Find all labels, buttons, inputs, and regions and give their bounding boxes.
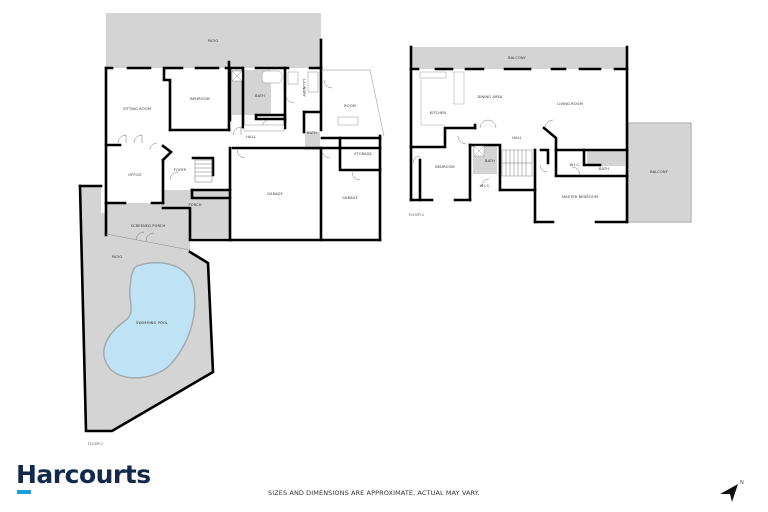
patio-top-area (106, 13, 321, 68)
label-bedroom-f1: BEDROOM (190, 97, 209, 101)
label-wic-right: W.I.C. (570, 163, 581, 167)
label-sitting-room: SITTING ROOM (123, 107, 151, 111)
label-kitchen: KITCHEN (430, 111, 446, 115)
small-bath-floor-area (305, 132, 320, 150)
floor-2-label: FLOOR 2 (409, 213, 425, 217)
kitchen-fixtures (419, 71, 485, 157)
label-dining-area: DINING AREA (478, 95, 503, 99)
label-master-bedroom: MASTER BEDROOM (562, 195, 598, 199)
label-room: ROOM (344, 104, 356, 108)
master-bath-floor-area (587, 151, 625, 166)
balcony-top-area (411, 47, 627, 69)
label-screened-porch: SCREENED PORCH (131, 224, 166, 228)
label-office: OFFICE (128, 173, 142, 177)
label-foyer: FOYER (174, 168, 187, 172)
label-bath-master: BATH (599, 167, 609, 171)
label-patio-top: PATIO (208, 39, 219, 43)
label-garage-side: GARAGE (342, 196, 358, 200)
label-balcony-side: BALCONY (650, 170, 669, 174)
floor-1-plan: PATIO SITTING ROOM BEDROOM BATH LAUNDRY … (78, 13, 385, 433)
north-arrow-icon: N (720, 480, 744, 502)
label-living-room: LIVING ROOM (557, 102, 583, 106)
label-bath-f1: BATH (255, 94, 265, 98)
brand-logo-underline (17, 490, 31, 494)
floor-2-plan: BALCONY KITCHEN DINING AREA LIVING ROOM … (409, 45, 692, 224)
stairs-floor-1 (194, 159, 213, 183)
label-storage: STORAGE (354, 152, 372, 156)
door-swings-floor-1 (117, 79, 361, 242)
label-porch: PORCH (188, 203, 201, 207)
label-garage-main: GARAGE (267, 192, 283, 196)
label-bedroom-f2: BEDROOM (435, 165, 454, 169)
label-hall-f1: HALL (246, 135, 256, 139)
label-laundry: LAUNDRY (302, 79, 306, 97)
label-swimming-pool: SWIMMING POOL (136, 321, 168, 325)
disclaimer-text: SIZES AND DIMENSIONS ARE APPROXIMATE, AC… (268, 489, 480, 497)
stairs-floor-2 (501, 149, 533, 177)
label-bath-small-f1: BATH (307, 131, 317, 135)
floor-1-label: FLOOR 1 (88, 442, 104, 446)
fixtures-floor-1 (231, 70, 359, 132)
brand-logo-text: Harcourts (16, 460, 151, 489)
label-patio-pool: PATIO (112, 255, 123, 259)
label-hall-f2: HALL (512, 136, 522, 140)
label-bath-f2: BATH (485, 159, 495, 163)
door-swings-floor-2 (412, 119, 581, 187)
balcony-side-area (627, 122, 692, 223)
label-wic-left: W.I.C. (480, 184, 491, 188)
label-balcony-top: BALCONY (508, 56, 527, 60)
compass-label: N (740, 480, 744, 486)
swimming-pool (103, 262, 196, 379)
